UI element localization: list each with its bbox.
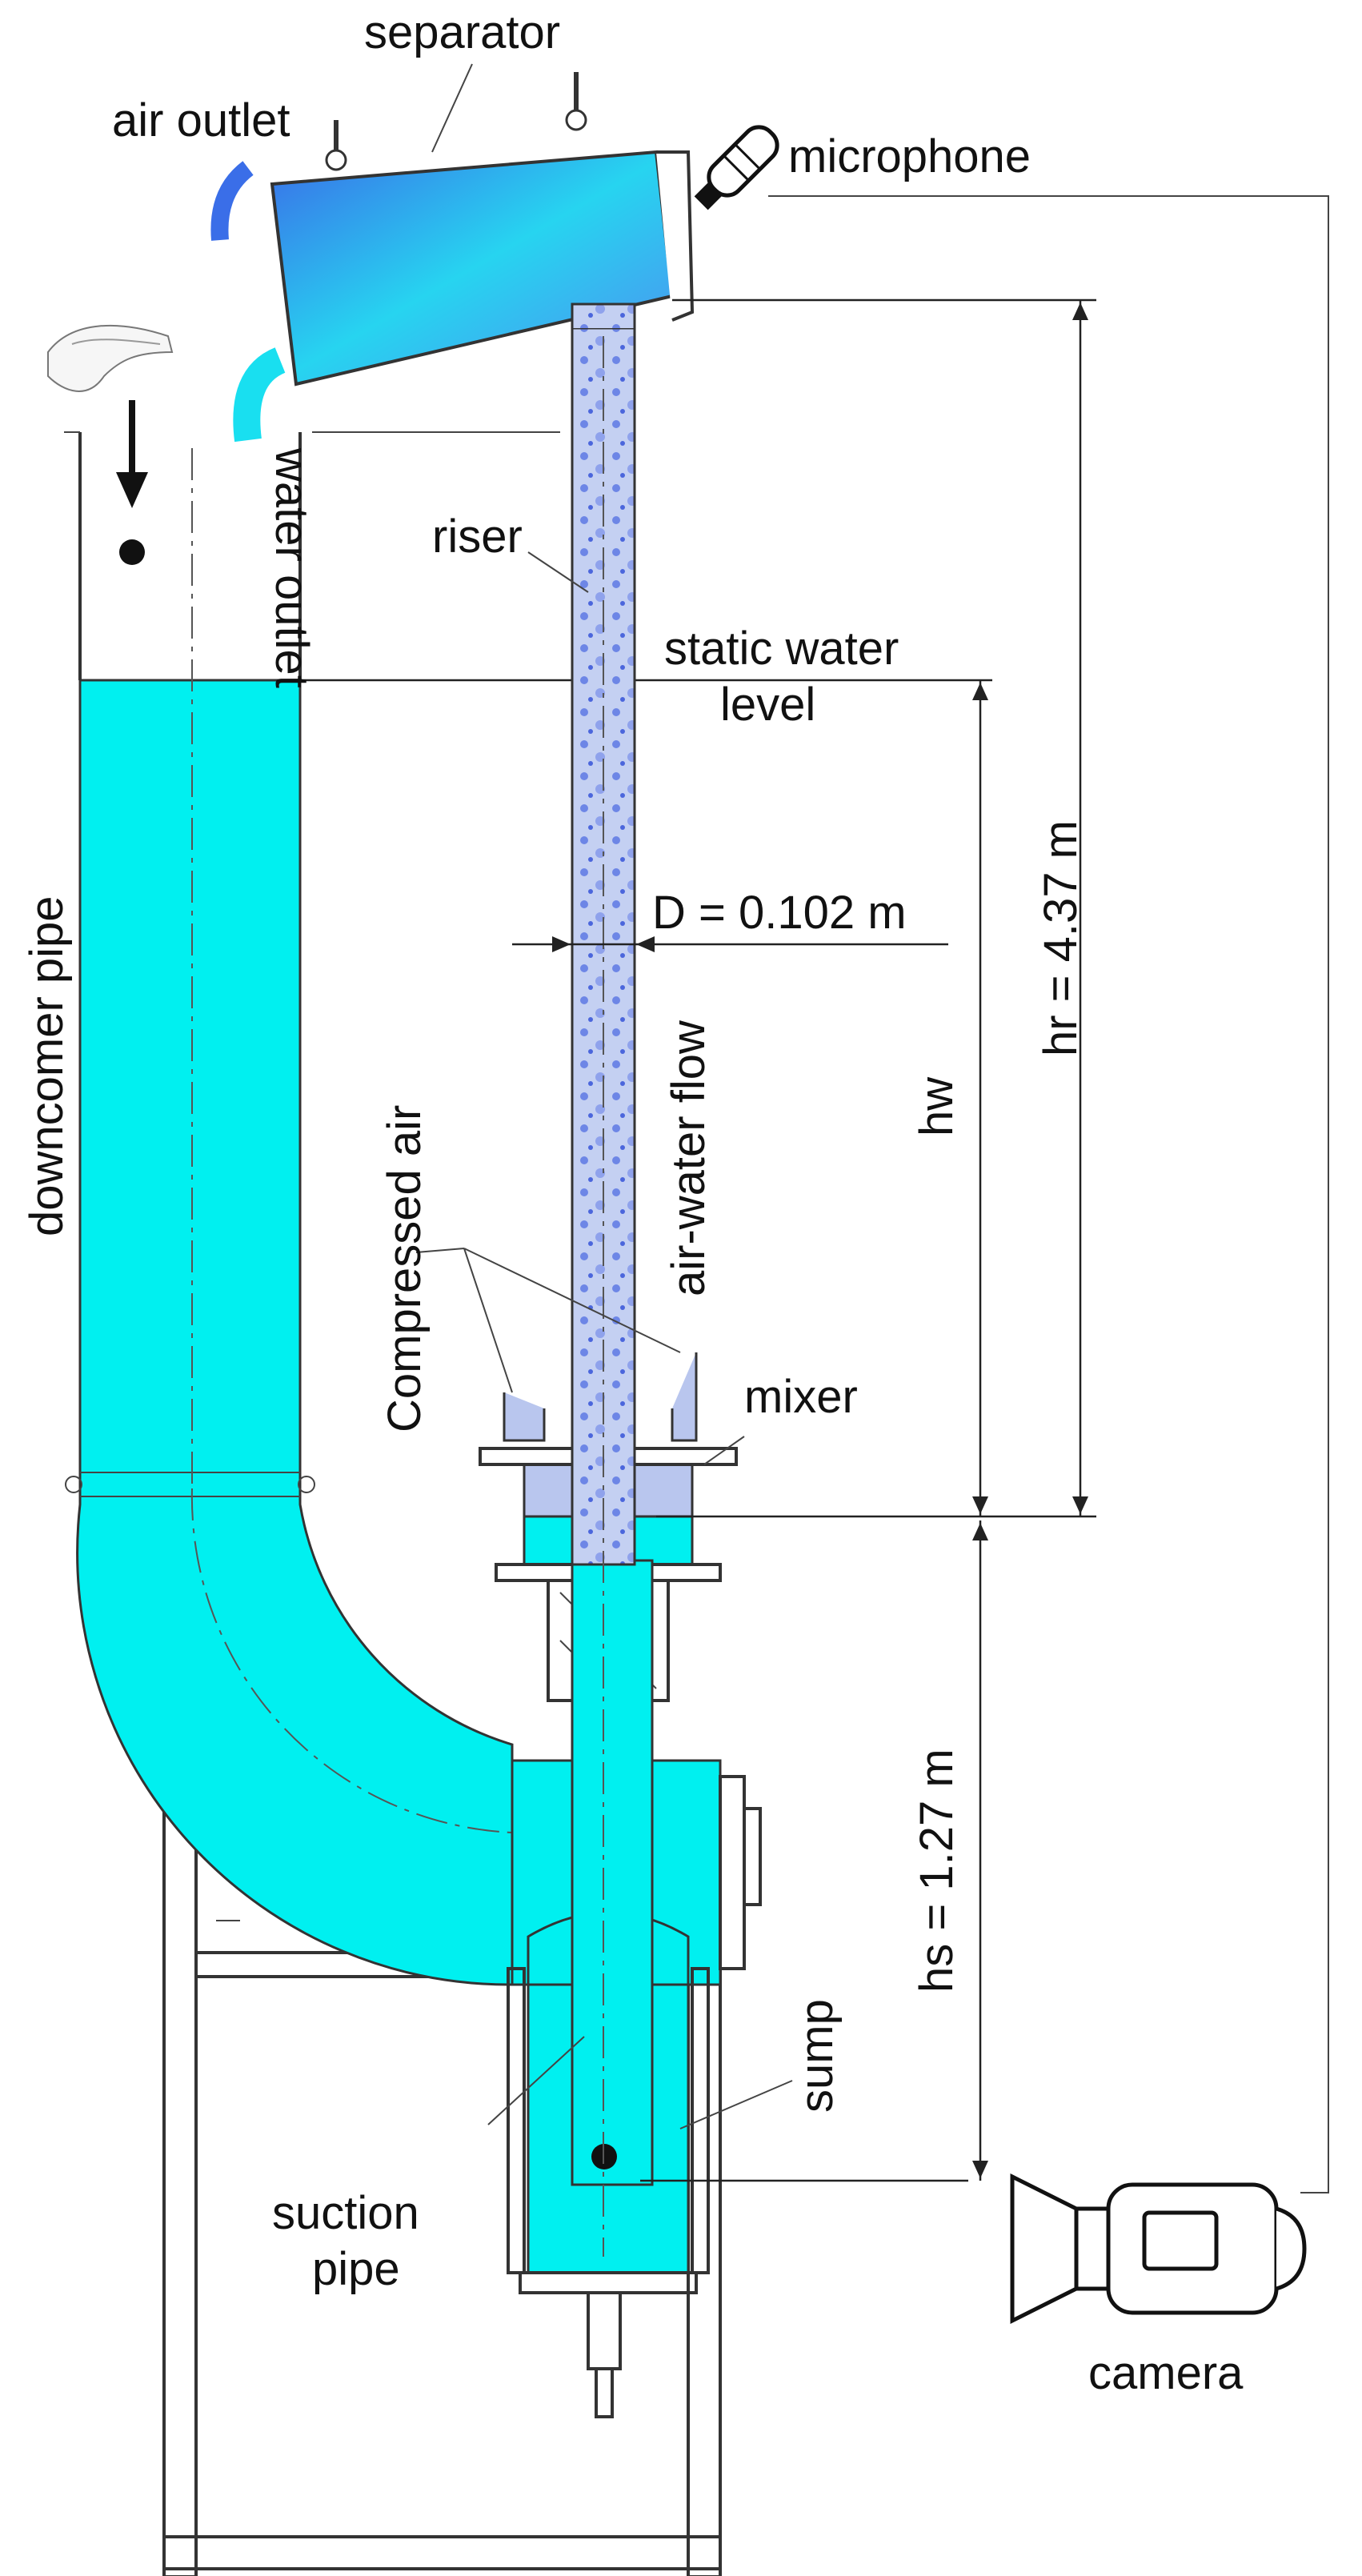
mixer-label: mixer [744, 1371, 858, 1423]
leader-lines [415, 63, 793, 2129]
hand-pour-icon [47, 324, 174, 392]
microphone-label: microphone [788, 130, 1031, 182]
hs-label: hs = 1.27 m [911, 1749, 963, 1993]
suction-pipe-label: pipe [312, 2243, 400, 2295]
suction-label: suction [272, 2187, 419, 2239]
hw-label: hw [911, 1076, 963, 1136]
riser-label: riser [432, 511, 523, 563]
static-water-label: static water [664, 623, 899, 675]
separator [210, 72, 695, 443]
suction-pipe [571, 1559, 654, 2186]
down-arrow-icon [116, 400, 148, 508]
diameter-label: D = 0.102 m [652, 887, 907, 939]
water-outlet-label: water outlet [266, 447, 318, 688]
dimension-hr [656, 298, 1096, 1518]
hr-label: hr = 4.37 m [1035, 820, 1087, 1056]
static-level-label: level [720, 679, 815, 731]
flow-marker-dot [119, 539, 145, 565]
microphone-icon [694, 125, 779, 210]
air-water-flow-label: air-water flow [663, 1020, 715, 1296]
air-outlet-label: air outlet [112, 94, 290, 146]
camera-icon [1010, 2173, 1307, 2325]
dimension-d [512, 936, 948, 952]
downcomer-pipe-label: downcomer pipe [21, 895, 73, 1236]
camera-label: camera [1088, 2347, 1244, 2399]
downcomer-pipe [64, 431, 514, 1986]
dimension-hs [640, 1520, 988, 2182]
separator-label: separator [364, 6, 560, 58]
compressed-air-label: Compressed air [379, 1105, 431, 1432]
dimension-hw [972, 680, 988, 1516]
sump-label: sump [791, 1999, 843, 2113]
signal-cable [768, 195, 1329, 2193]
bottom-valve [587, 2293, 622, 2418]
